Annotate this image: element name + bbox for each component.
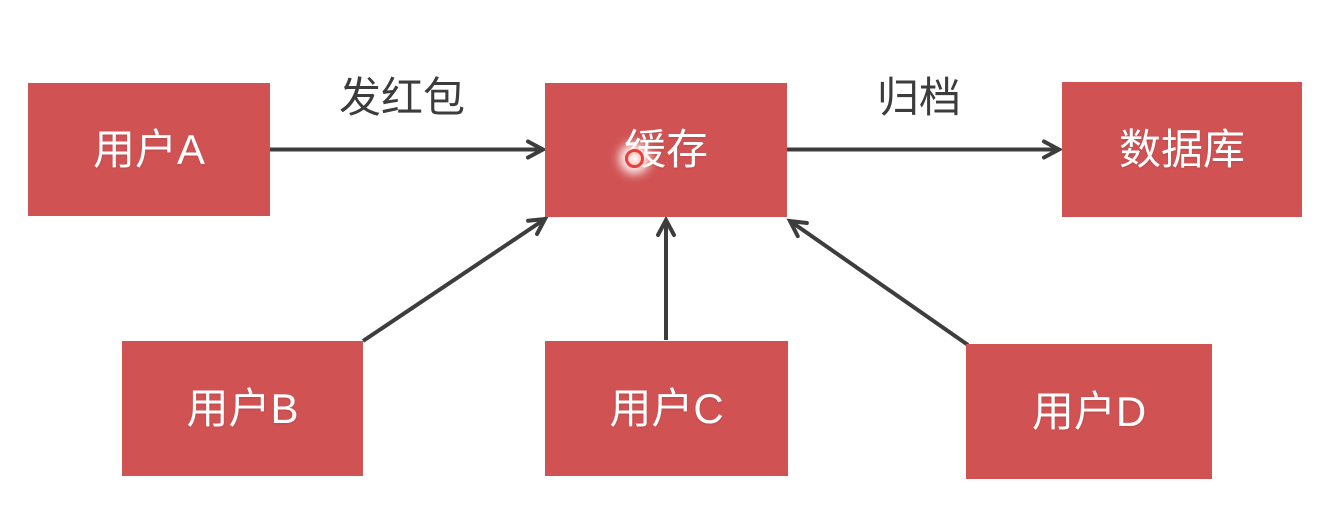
click-pointer-marker-icon [625,149,644,168]
node-user-c-label: 用户C [609,384,724,432]
arrow-userd-to-cache [786,218,970,347]
node-user-c: 用户C [545,341,788,476]
node-cache: 缓存 [545,83,787,217]
node-database: 数据库 [1062,82,1302,217]
node-database-label: 数据库 [1118,125,1245,173]
arrow-userb-to-cache [361,216,549,343]
node-user-d: 用户D [966,344,1212,479]
edge-label-send-red-packet: 发红包 [338,74,466,121]
node-user-d-label: 用户D [1031,387,1147,435]
node-user-b-label: 用户B [186,384,299,432]
node-user-b: 用户B [122,341,363,476]
node-user-a-label: 用户A [92,125,205,173]
node-user-a: 用户A [28,83,270,216]
edge-label-archive: 归档 [876,74,962,121]
